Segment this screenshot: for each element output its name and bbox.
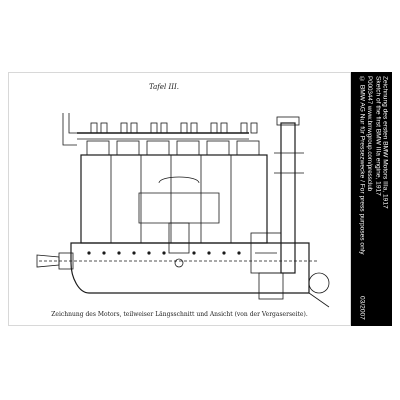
plate-title: Tafel III. xyxy=(149,83,180,91)
title-german: Zeichnung des ersten BMW Motors IIIa, 19… xyxy=(381,76,389,209)
press-photo-card: Tafel III. xyxy=(8,72,351,326)
copyright-notice: © BMW AG Nur für Pressezwecke / For pres… xyxy=(358,76,366,255)
image-id-url: P0003447 www.bmwgroup.com/pressclub xyxy=(366,76,374,192)
title-english: Sketch of the first BMW IIIa engine, 191… xyxy=(374,76,382,196)
release-date: 03/2007 xyxy=(358,296,366,320)
drawing-caption: Zeichnung des Motors, teilweiser Längssc… xyxy=(51,311,308,318)
engine-drawing xyxy=(36,113,330,308)
press-info-strip: Zeichnung des ersten BMW Motors IIIa, 19… xyxy=(351,72,392,326)
